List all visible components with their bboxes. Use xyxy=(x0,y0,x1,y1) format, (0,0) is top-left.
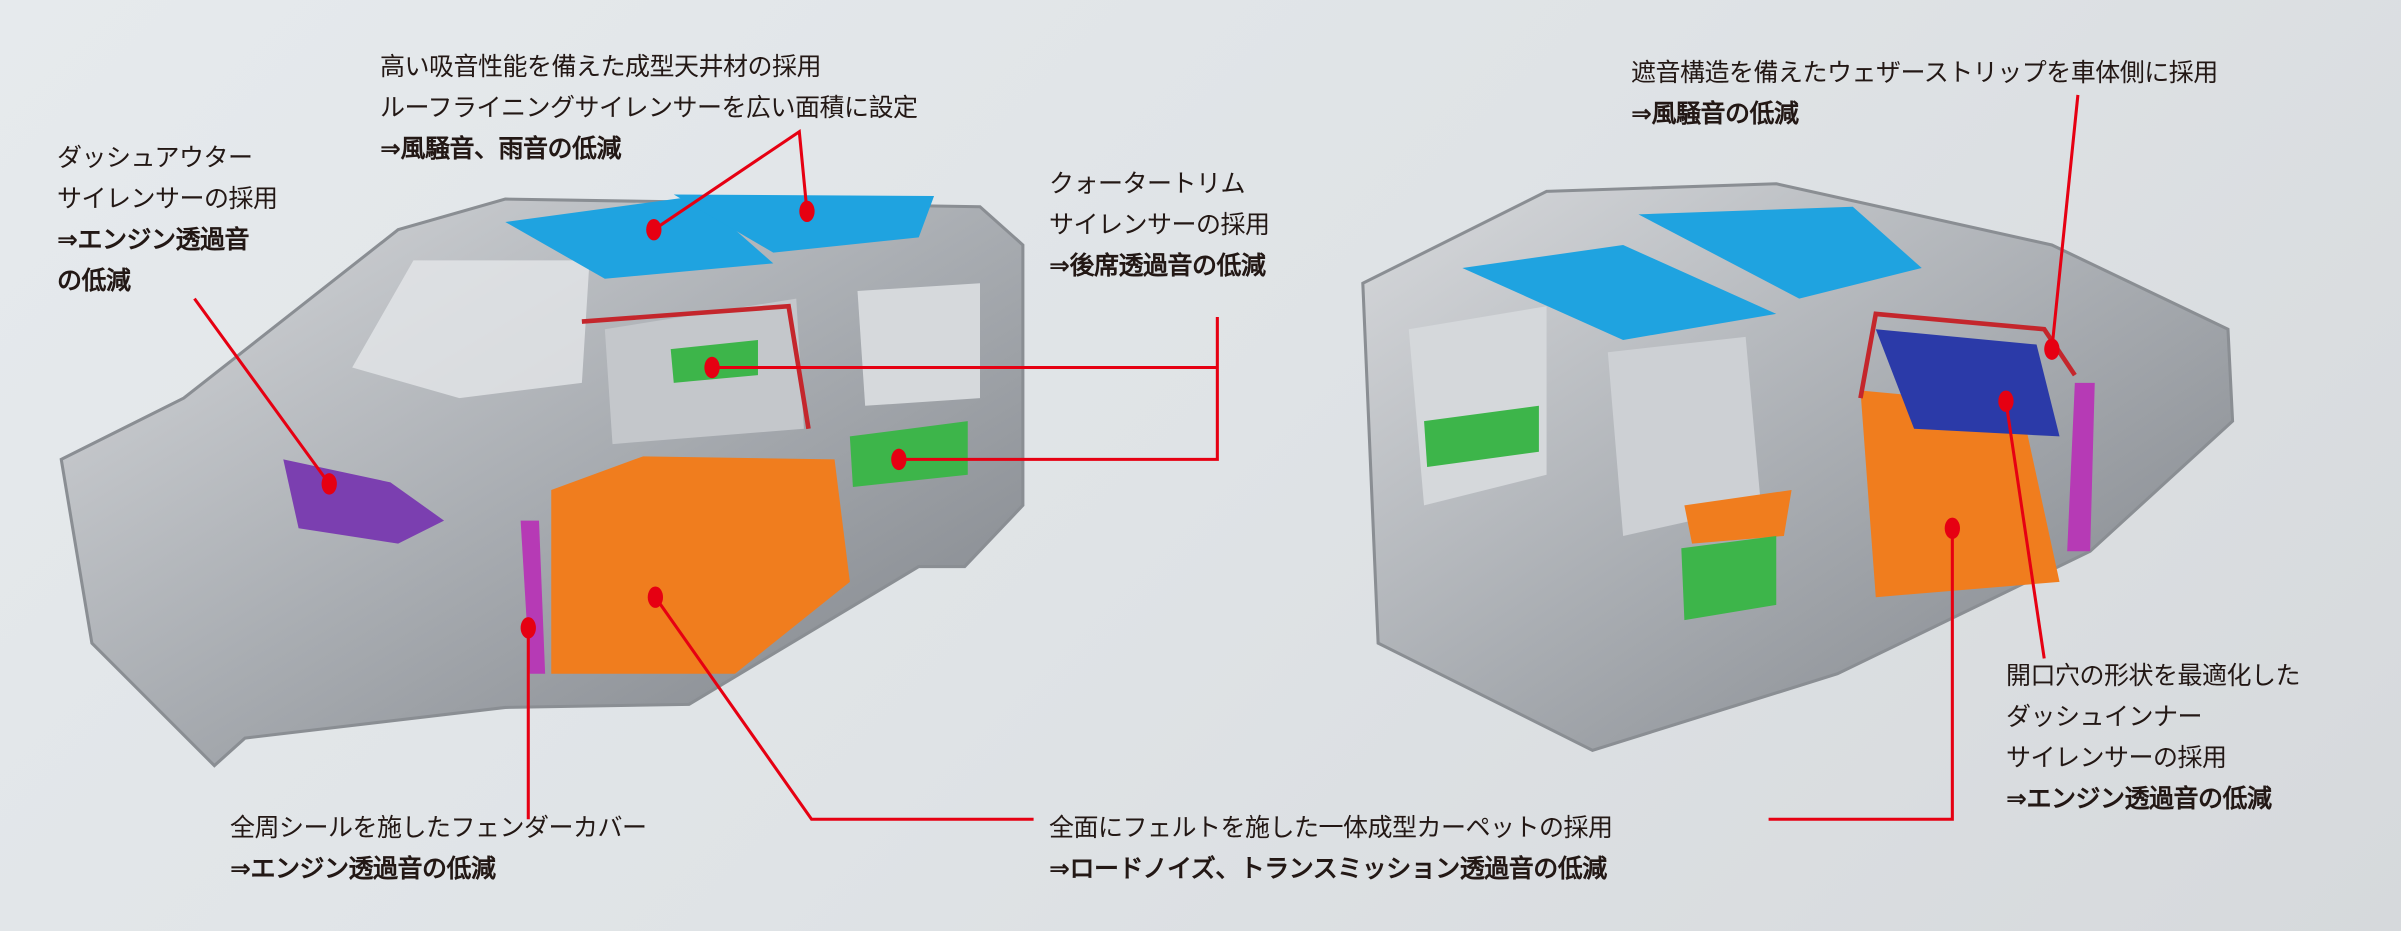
carpet-line1: 全面にフェルトを施した一体成型カーペットの採用 xyxy=(1049,813,1613,842)
carpet-annotation: 全面にフェルトを施した一体成型カーペットの採用 ⇒ロードノイズ、トランスミッショ… xyxy=(1049,807,1613,889)
fender-cover xyxy=(520,520,546,674)
leader-lines xyxy=(193,94,2080,821)
quarter-trim-effect: ⇒後席透過音の低減 xyxy=(1049,251,1266,280)
fender-cover-annotation: 全周シールを施したフェンダーカバー ⇒エンジン透過音の低減 xyxy=(230,807,647,889)
fender-effect: ⇒エンジン透過音の低減 xyxy=(230,854,496,883)
quarter-trim-line2: サイレンサーの採用 xyxy=(1049,210,1270,239)
dash-inner-line1: 開口穴の形状を最適化した xyxy=(2006,661,2301,690)
roof-silencer-front xyxy=(505,196,774,279)
roof-silencer-rear xyxy=(673,194,935,253)
quarter-trim-annotation: クォータートリム サイレンサーの採用 ⇒後席透過音の低減 xyxy=(1049,163,1270,286)
weatherstrip-effect: ⇒風騒音の低減 xyxy=(1631,99,1799,128)
roof-silencer-right xyxy=(1638,206,1922,299)
quarter-trim-silencer-rear-lower xyxy=(1681,535,1777,621)
roof-line2: ルーフライニングサイレンサーを広い面積に設定 xyxy=(380,93,918,122)
quarter-trim-line1: クォータートリム xyxy=(1049,169,1246,198)
dash-outer-line1: ダッシュアウター xyxy=(57,143,253,172)
dash-outer-effect1: ⇒エンジン透過音 xyxy=(57,225,249,254)
dash-outer-annotation: ダッシュアウター サイレンサーの採用 ⇒エンジン透過音 の低減 xyxy=(57,137,278,301)
leader-dots xyxy=(321,200,2060,639)
roof-effect: ⇒風騒音、雨音の低減 xyxy=(380,134,621,163)
dash-inner-effect: ⇒エンジン透過音の低減 xyxy=(2006,784,2272,813)
quarter-trim-silencer-lower xyxy=(849,421,968,487)
dash-outer-effect2: の低減 xyxy=(57,266,131,295)
fender-line1: 全周シールを施したフェンダーカバー xyxy=(230,813,647,842)
roof-line1: 高い吸音性能を備えた成型天井材の採用 xyxy=(380,52,822,81)
carpet-rear xyxy=(1860,390,2060,598)
carpet xyxy=(551,456,850,674)
car-body-rear-view xyxy=(1361,182,2235,752)
quarter-trim-silencer-rear-upper xyxy=(1424,405,1539,468)
dash-outer-line2: サイレンサーの採用 xyxy=(57,184,278,213)
roof-silencer-left xyxy=(1462,245,1777,340)
weatherstrip-line1: 遮音構造を備えたウェザーストリップを車体側に採用 xyxy=(1631,58,2218,87)
dash-inner-line2: ダッシュインナー xyxy=(2006,702,2203,731)
roof-lining-annotation: 高い吸音性能を備えた成型天井材の採用 ルーフライニングサイレンサーを広い面積に設… xyxy=(380,46,918,169)
weatherstrip-annotation: 遮音構造を備えたウェザーストリップを車体側に採用 ⇒風騒音の低減 xyxy=(1631,52,2218,134)
dash-inner-annotation: 開口穴の形状を最適化した ダッシュインナー サイレンサーの採用 ⇒エンジン透過音… xyxy=(2006,655,2301,819)
dash-inner-silencer xyxy=(1875,329,2060,437)
carpet-effect: ⇒ロードノイズ、トランスミッション透過音の低減 xyxy=(1049,854,1607,883)
dash-inner-line3: サイレンサーの採用 xyxy=(2006,743,2227,772)
